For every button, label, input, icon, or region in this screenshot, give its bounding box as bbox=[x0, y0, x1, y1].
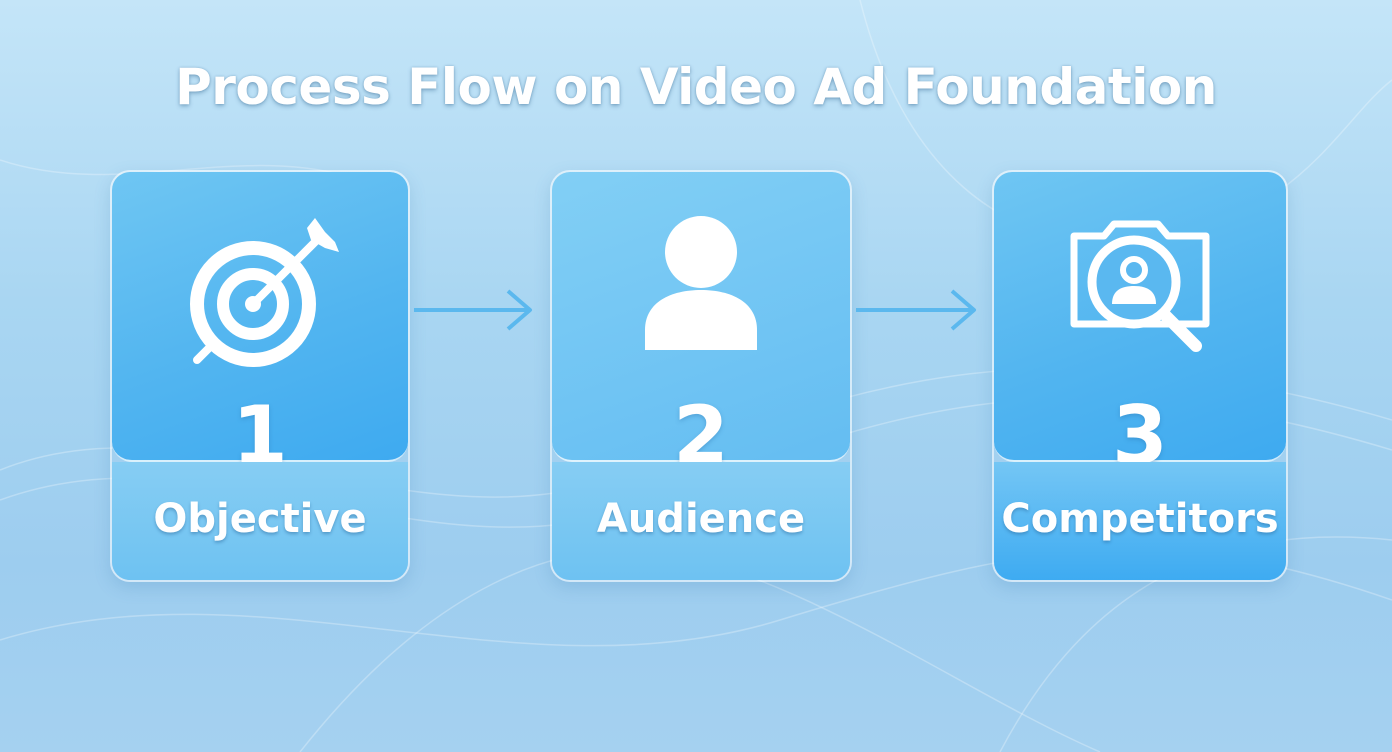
camera-magnifier-icon bbox=[1070, 220, 1210, 352]
step-label: Objective bbox=[153, 496, 367, 542]
card-label-area bbox=[994, 462, 1286, 580]
card-label-area bbox=[112, 462, 408, 580]
step-label: Competitors bbox=[1001, 496, 1279, 542]
card-header: 1 bbox=[112, 172, 408, 476]
step-card-competitors: 3 Competitors bbox=[992, 170, 1288, 582]
card-header: 3 bbox=[994, 172, 1286, 476]
step-label: Audience bbox=[596, 496, 806, 542]
flow-arrow-icon bbox=[414, 289, 532, 331]
step-card-objective: 1 Objective bbox=[110, 170, 410, 582]
card-header: 2 bbox=[552, 172, 850, 476]
card-label-area bbox=[552, 462, 850, 580]
flow-arrow-icon bbox=[856, 289, 976, 331]
page-title: Process Flow on Video Ad Foundation bbox=[175, 58, 1217, 116]
step-card-audience: 2 Audience bbox=[550, 170, 852, 582]
person-icon bbox=[645, 216, 757, 350]
target-arrow-icon bbox=[190, 218, 339, 367]
